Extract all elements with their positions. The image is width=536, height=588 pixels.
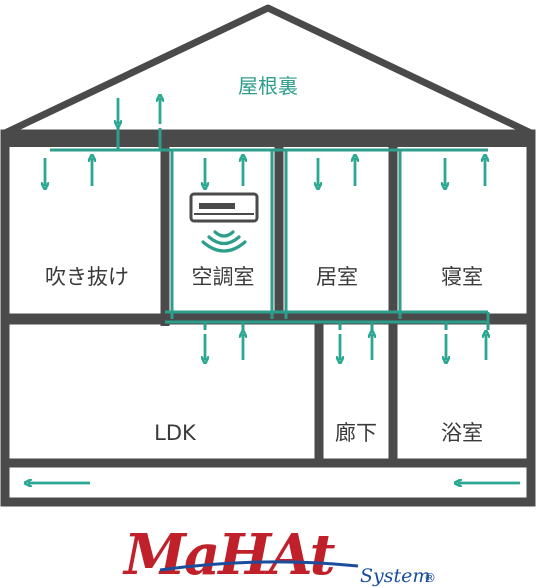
room-label-living-room: 居室 — [316, 265, 358, 289]
room-label-ldk: LDK — [154, 421, 197, 445]
roof — [1, 4, 535, 138]
mahat-system-logo: MaHAt System ® — [122, 522, 436, 588]
room-label-hallway: 廊下 — [335, 421, 377, 445]
room-label-bedroom: 寝室 — [441, 265, 483, 289]
air-conditioner-icon — [189, 192, 259, 223]
house-walls — [0, 4, 536, 507]
duct-network — [50, 128, 490, 330]
logo-mark: ® — [424, 571, 436, 585]
room-label-ac-room: 空調室 — [192, 265, 255, 289]
airflow-waves-icon — [201, 230, 247, 253]
logo-brand: MaHAt — [122, 522, 336, 588]
logo-swoosh — [159, 560, 359, 572]
room-label-atrium: 吹き抜け — [45, 265, 129, 289]
room-label-attic: 屋根裏 — [238, 74, 298, 98]
airflow-arrows — [28, 98, 520, 483]
room-label-bathroom: 浴室 — [441, 421, 483, 445]
logo-suffix: System — [360, 565, 430, 587]
